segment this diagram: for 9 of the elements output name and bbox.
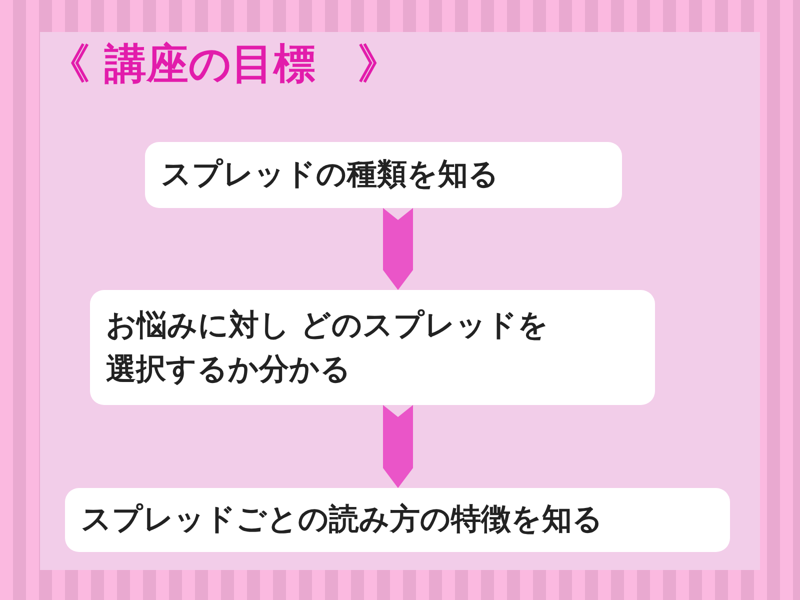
step-box <box>90 290 655 405</box>
step-text: スプレッドの種類を知る <box>161 156 499 194</box>
step-text: お悩みに対し どのスプレッドを選択するか分かる <box>106 307 550 388</box>
arrow <box>383 405 413 488</box>
arrow <box>383 208 413 290</box>
step-text: スプレッドごとの読み方の特徴を知る <box>81 501 603 540</box>
step-box <box>145 142 622 208</box>
step-box <box>65 488 730 552</box>
title: 《 講座の目標 》 <box>48 38 400 90</box>
